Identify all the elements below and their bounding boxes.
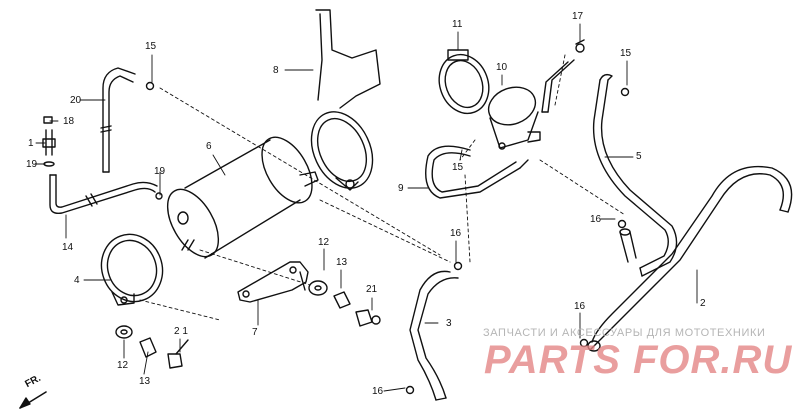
callout-c12b: 12 [117, 360, 129, 371]
callout-c9: 9 [398, 183, 404, 194]
clip-16-right [617, 219, 627, 229]
tube-20 [100, 67, 136, 173]
collar-13-left [139, 337, 157, 358]
hose-2 [587, 165, 793, 352]
callout-c12a: 12 [318, 237, 330, 248]
grommet-12-left [115, 325, 133, 339]
hose-9 [425, 145, 529, 199]
clip-16-mid [453, 261, 463, 271]
bracket-8 [310, 9, 381, 191]
clip-15-right [620, 87, 630, 97]
front-direction-arrow [19, 391, 47, 409]
clip-16-lower [579, 338, 589, 348]
band-4 [100, 233, 164, 306]
callout-c16b: 16 [590, 214, 602, 225]
watermark-logo: PARTS FOR.RU [484, 338, 793, 382]
fitting-18-1-19 [42, 116, 56, 167]
valve-10 [487, 86, 541, 150]
watermark-caption: ЗАПЧАСТИ И АКСЕССУАРЫ ДЛЯ МОТОТЕХНИКИ [483, 327, 766, 339]
hose-3 [409, 270, 459, 401]
callout-c16c: 16 [574, 301, 586, 312]
hose-14 [49, 174, 158, 215]
callout-c4: 4 [74, 275, 80, 286]
collar-13-right [333, 291, 351, 309]
callout-c16a: 16 [450, 228, 462, 239]
hose-5 [592, 73, 678, 277]
clip-16-bottom [405, 385, 415, 395]
bolt-21-right [355, 309, 381, 327]
bolt-21-left [167, 339, 189, 369]
callout-c3: 3 [446, 318, 452, 329]
callout-c21b: 2 1 [174, 326, 188, 337]
callout-c15c: 15 [620, 48, 632, 59]
clip-19-mid [155, 192, 163, 200]
clip-15-left [145, 81, 155, 91]
callout-c20: 20 [70, 95, 82, 106]
callout-c15a: 15 [145, 41, 157, 52]
callout-c11: 11 [452, 19, 463, 30]
callout-c18: 18 [63, 116, 75, 127]
callout-c6: 6 [206, 141, 212, 152]
bracket-7 [237, 261, 309, 303]
callout-c19a: 19 [26, 159, 38, 170]
callout-c5: 5 [636, 151, 642, 162]
callout-c19b: 19 [154, 166, 166, 177]
grommet-12-right [308, 280, 328, 296]
callout-c7: 7 [252, 327, 258, 338]
callout-c8: 8 [273, 65, 279, 76]
callout-c17: 17 [572, 11, 584, 22]
callout-c10: 10 [496, 62, 508, 73]
clip-17 [575, 39, 585, 53]
clamp-11 [438, 49, 490, 115]
callout-c14: 14 [62, 242, 74, 253]
leader-lines [34, 23, 698, 392]
callout-c13b: 13 [139, 376, 151, 387]
callout-c21a: 21 [366, 284, 378, 295]
callout-c1: 1 [28, 138, 34, 149]
callout-c15b: 15 [452, 162, 464, 173]
canister-6 [166, 136, 319, 259]
callout-c2: 2 [700, 298, 706, 309]
callout-c16d: 16 [372, 386, 384, 397]
assembly-guide-lines [139, 54, 626, 321]
hose-stub-right [619, 228, 637, 263]
callout-c13a: 13 [336, 257, 348, 268]
hose-top-right [541, 59, 575, 113]
